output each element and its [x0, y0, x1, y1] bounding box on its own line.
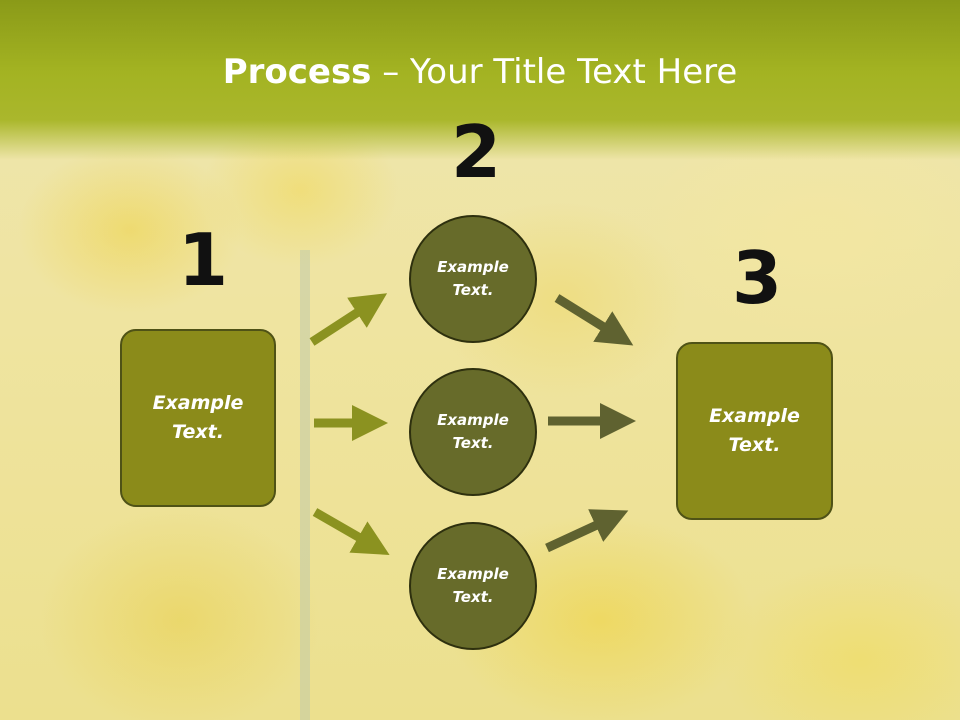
- right-step-box: Example Text.: [676, 342, 833, 520]
- title-bold: Process: [222, 52, 372, 92]
- arrow-top-to-right: [554, 294, 634, 346]
- bottom-circle: Example Text.: [409, 522, 537, 650]
- left-step-box: Example Text.: [120, 329, 276, 507]
- step-number-2: 2: [451, 110, 502, 194]
- middle-circle-text: Example Text.: [437, 411, 509, 452]
- title-rest: – Your Title Text Here: [371, 52, 738, 92]
- step-number-3: 3: [732, 236, 783, 320]
- top-circle-text: Example Text.: [437, 258, 509, 299]
- arrow-bottom-to-right: [545, 509, 629, 553]
- left-step-text: Example Text.: [152, 392, 244, 443]
- bottom-circle-text: Example Text.: [437, 565, 509, 606]
- arrow-left-to-bottom: [312, 508, 390, 555]
- header-band: [0, 0, 960, 160]
- arrow-left-to-top: [309, 293, 388, 346]
- middle-circle: Example Text.: [409, 368, 537, 496]
- right-step-text: Example Text.: [709, 405, 800, 456]
- top-circle: Example Text.: [409, 215, 537, 343]
- slide-title: Process – Your Title Text Here: [0, 52, 960, 92]
- plant-stem-decoration: [300, 250, 310, 720]
- step-number-1: 1: [178, 218, 229, 302]
